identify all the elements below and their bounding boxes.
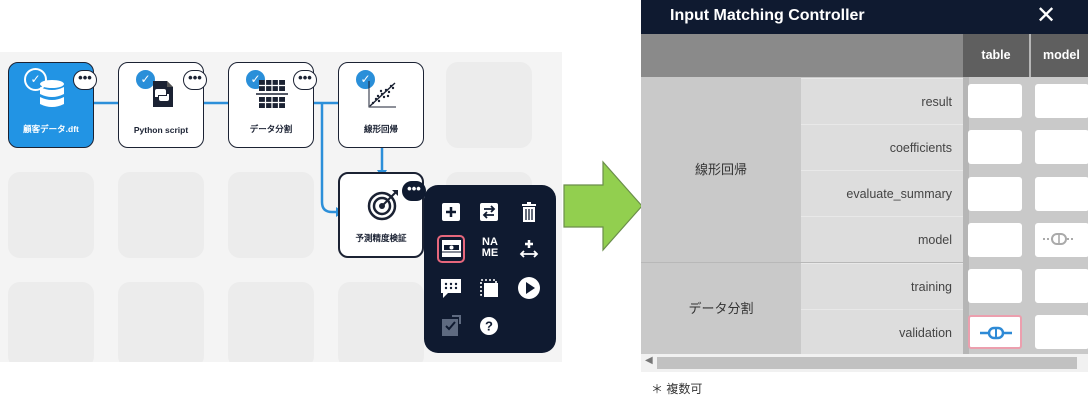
- match-cell[interactable]: [1035, 315, 1088, 349]
- match-cell[interactable]: [968, 223, 1022, 257]
- node-customer-data[interactable]: ✓ ••• 顧客データ.dft: [8, 62, 97, 148]
- empty-slot[interactable]: [8, 172, 94, 258]
- checklist-icon[interactable]: [438, 313, 464, 339]
- play-icon[interactable]: [516, 275, 542, 301]
- node-prediction-validation[interactable]: ••• 予測精度検証: [338, 172, 426, 258]
- node-linear-regression[interactable]: ✓ 線形回帰: [338, 62, 424, 148]
- empty-slot[interactable]: [228, 282, 314, 362]
- database-icon: [40, 80, 64, 107]
- svg-text:?: ?: [485, 319, 493, 334]
- empty-slot[interactable]: [118, 282, 204, 362]
- empty-slot[interactable]: [446, 62, 532, 148]
- node-label: 予測精度検証: [355, 233, 407, 243]
- node-label: Python script: [133, 125, 189, 135]
- split-table-icon: [256, 80, 288, 108]
- group-divider: [641, 262, 963, 263]
- match-cell[interactable]: [1035, 84, 1088, 118]
- match-cell[interactable]: [1035, 223, 1088, 257]
- group-label: 線形回帰: [641, 77, 801, 262]
- horizontal-scrollbar[interactable]: ◀: [641, 354, 1088, 372]
- match-cell[interactable]: [968, 269, 1022, 303]
- arrow-right-icon: [563, 160, 643, 252]
- wire-split-validation: [320, 103, 338, 214]
- plus-square-icon[interactable]: [438, 199, 464, 225]
- scrollbar-thumb[interactable]: [657, 357, 1077, 369]
- name-icon-text: NA: [482, 236, 498, 248]
- port-label-evaluate-summary: evaluate_summary: [801, 170, 963, 216]
- scroll-left-icon[interactable]: ◀: [645, 355, 653, 366]
- close-icon[interactable]: ✕: [1036, 2, 1057, 29]
- node-data-split[interactable]: ✓ ••• データ分割: [228, 62, 317, 148]
- group-label: データ分割: [641, 263, 801, 354]
- node-action-menu: NA ME ?: [424, 185, 556, 353]
- match-cell[interactable]: [1035, 269, 1088, 303]
- help-icon[interactable]: ?: [476, 313, 502, 339]
- panel-title: Input Matching Controller: [670, 7, 865, 24]
- empty-slot[interactable]: [118, 172, 204, 258]
- copy-icon[interactable]: [476, 275, 502, 301]
- match-cell[interactable]: [1035, 130, 1088, 164]
- name-icon[interactable]: NA ME: [476, 237, 504, 263]
- comment-icon[interactable]: [438, 275, 464, 301]
- match-cell[interactable]: [968, 177, 1022, 211]
- column-header-table: table: [963, 34, 1029, 77]
- more-options-button[interactable]: •••: [73, 70, 97, 90]
- check-icon: ✓: [354, 68, 377, 91]
- input-matching-controller: Input Matching Controller ✕ table model …: [641, 0, 1088, 372]
- panel-titlebar: Input Matching Controller ✕: [641, 0, 1088, 34]
- plus-arrow-icon[interactable]: [516, 237, 542, 263]
- match-cell[interactable]: [968, 84, 1022, 118]
- swap-arrows-icon[interactable]: [476, 199, 502, 225]
- more-options-button[interactable]: •••: [183, 70, 207, 90]
- empty-slot[interactable]: [8, 282, 94, 362]
- more-options-button[interactable]: •••: [402, 181, 426, 201]
- input-matching-icon[interactable]: [437, 235, 465, 263]
- port-label-training: training: [801, 263, 963, 309]
- port-label-result: result: [801, 78, 963, 124]
- target-icon: [367, 190, 398, 221]
- node-label: データ分割: [249, 124, 293, 134]
- scatter-regression-icon: [368, 81, 396, 108]
- match-cell[interactable]: [1035, 177, 1088, 211]
- connector-icon: [980, 326, 1012, 340]
- match-cell-selected[interactable]: [968, 315, 1022, 349]
- node-label: 線形回帰: [363, 124, 398, 134]
- header-blank: [641, 34, 963, 77]
- column-divider: [963, 34, 969, 354]
- port-label-coefficients: coefficients: [801, 124, 963, 170]
- footnote: ＊ 複数可: [651, 382, 703, 396]
- python-icon: [153, 81, 173, 107]
- node-python-script[interactable]: ✓ ••• Python script: [118, 62, 207, 148]
- check-icon: ✓: [134, 68, 157, 91]
- port-label-validation: validation: [801, 309, 963, 355]
- port-label-model: model: [801, 216, 963, 262]
- name-icon-text: ME: [481, 247, 499, 259]
- empty-slot[interactable]: [228, 172, 314, 258]
- column-header-model: model: [1029, 34, 1088, 77]
- trash-icon[interactable]: [516, 199, 542, 225]
- connector-icon: [1043, 233, 1075, 245]
- more-options-button[interactable]: •••: [293, 70, 317, 90]
- node-label: 顧客データ.dft: [23, 124, 79, 134]
- match-cell[interactable]: [968, 130, 1022, 164]
- empty-slot[interactable]: [338, 282, 424, 362]
- workflow-canvas[interactable]: ✓ ••• 顧客データ.dft ✓ ••• Python script ✓ ••…: [0, 52, 562, 362]
